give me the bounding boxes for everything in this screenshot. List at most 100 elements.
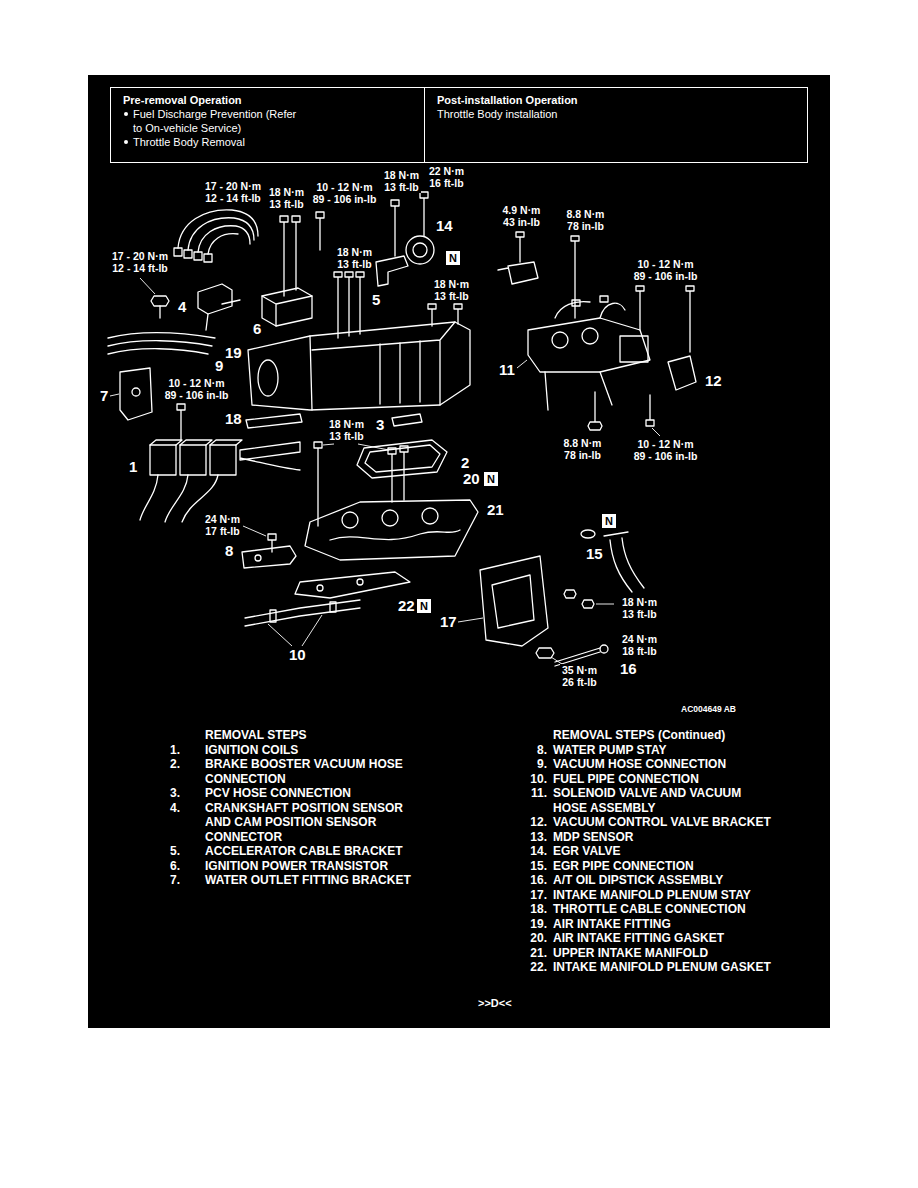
step-row: 16.A/T OIL DIPSTICK ASSEMBLY [520, 873, 790, 888]
pcv-hose [392, 414, 422, 426]
bullet-row: Fuel Discharge Prevention (Refer to On-v… [123, 107, 414, 135]
callout-number: 17 [440, 614, 457, 630]
egr-valve [420, 192, 428, 236]
step-text: A/T OIL DIPSTICK ASSEMBLY [553, 873, 778, 888]
step-text: PCV HOSE CONNECTION [205, 786, 423, 801]
step-text: AIR INTAKE FITTING GASKET [553, 931, 778, 946]
bolt [159, 306, 160, 318]
callout-number: 4 [178, 299, 186, 315]
torque-spec: 10 - 12 N·m 89 - 106 in-lb [311, 181, 378, 205]
plenum-stay [480, 556, 548, 646]
step-row: 11.SOLENOID VALVE AND VACUUM HOSE ASSEMB… [520, 786, 790, 815]
step-number: 15. [520, 859, 553, 874]
step-row: 2.BRAKE BOOSTER VACUUM HOSE CONNECTION [170, 757, 430, 786]
upper-intake-manifold [382, 510, 398, 526]
step-row: 18.THROTTLE CABLE CONNECTION [520, 902, 790, 917]
spark-plug-wires [198, 226, 250, 252]
step-text: INTAKE MANIFOLD PLENUM GASKET [553, 960, 778, 975]
step-number: 13. [520, 830, 553, 845]
mdp-sensor [516, 232, 524, 262]
steps-column: REMOVAL STEPS (Continued)8.WATER PUMP ST… [520, 728, 790, 975]
throttle-cable-connection [246, 414, 302, 428]
leader-line [596, 604, 614, 605]
solenoid-valve-assembly [552, 332, 568, 348]
mdp-sensor [498, 232, 579, 318]
step-number: 4. [170, 801, 205, 816]
step-text: SOLENOID VALVE AND VACUUM HOSE ASSEMBLY [553, 786, 778, 815]
step-number: 8. [520, 743, 553, 758]
water-outlet-bracket [120, 368, 152, 420]
torque-spec: 18 N·m 13 ft-lb [620, 596, 659, 620]
step-row: 13.MDP SENSOR [520, 830, 790, 845]
step-row: 17.INTAKE MANIFOLD PLENUM STAY [520, 888, 790, 903]
water-pump-stay [255, 555, 261, 561]
air-intake-plenum [310, 322, 455, 410]
step-number: 20. [520, 931, 553, 946]
leader-line [243, 526, 266, 536]
plenum-gasket [295, 572, 410, 598]
vacuum-control-bracket [668, 356, 696, 390]
torque-spec: 8.8 N·m 78 in-lb [562, 437, 603, 461]
step-row: 8.WATER PUMP STAY [520, 743, 790, 758]
air-intake-plenum [380, 341, 420, 404]
new-part-marker: N [484, 472, 498, 486]
step-row: 19.AIR INTAKE FITTING [520, 917, 790, 932]
gasket [365, 445, 440, 472]
sensor-connector [198, 284, 240, 330]
marker-letter: N [605, 515, 613, 527]
figure-code: AC004649 AB [681, 704, 736, 714]
harness-wires [108, 333, 215, 354]
bolt [564, 590, 594, 608]
step-text: EGR VALVE [553, 844, 778, 859]
spark-plug-wires [208, 234, 238, 254]
accelerator-cable-bracket [376, 256, 408, 286]
step-number: 7. [170, 873, 205, 888]
bolt [316, 212, 324, 250]
bullet-dot [124, 140, 128, 144]
solenoid-valve-assembly [528, 318, 650, 372]
step-number: 9. [520, 757, 553, 772]
bullet-text: Fuel Discharge Prevention (Refer to On-v… [133, 107, 308, 135]
cell-text: Throttle Body installation [437, 107, 797, 121]
bolt [177, 404, 185, 440]
solenoid-valve-assembly [528, 286, 694, 430]
leader-line [110, 278, 660, 664]
leader-line [323, 444, 389, 450]
bolt [334, 272, 364, 338]
bullet-dot [124, 112, 128, 116]
cell-heading: Pre-removal Operation [123, 93, 414, 107]
egr-pipe [581, 530, 595, 538]
step-number: 12. [520, 815, 553, 830]
torque-spec: 4.9 N·m 43 in-lb [501, 204, 542, 228]
callout-number: 3 [376, 417, 384, 433]
step-number: 11. [520, 786, 553, 801]
new-part-marker: N [602, 514, 616, 528]
solenoid-valve-assembly [582, 328, 598, 344]
plenum-gasket [295, 572, 410, 598]
step-row: 6.IGNITION POWER TRANSISTOR [170, 859, 430, 874]
table-cell: Post-installation OperationThrottle Body… [425, 87, 808, 163]
harness-wires [108, 333, 215, 338]
air-intake-plenum [248, 322, 470, 410]
power-transistor [262, 216, 312, 326]
step-number: 21. [520, 946, 553, 961]
leader-line [458, 618, 483, 622]
step-number: 16. [520, 873, 553, 888]
bolt [316, 212, 324, 250]
step-number: 10. [520, 772, 553, 787]
upper-intake-manifold [305, 500, 478, 560]
torque-spec: 18 N·m 13 ft-lb [267, 186, 306, 210]
solenoid-valve-assembly [545, 372, 612, 410]
callout-number: 10 [289, 647, 306, 663]
fuel-pipe [245, 600, 360, 626]
water-outlet-bracket [132, 388, 140, 396]
egr-pipe [604, 532, 644, 592]
plenum-gasket [317, 585, 323, 591]
water-pump-stay [242, 534, 296, 568]
step-text: WATER PUMP STAY [553, 743, 778, 758]
callout-number: 12 [705, 373, 722, 389]
callout-number: 5 [372, 292, 380, 308]
step-text: THROTTLE CABLE CONNECTION [553, 902, 778, 917]
air-intake-plenum [258, 360, 278, 396]
torque-spec: 18 N·m 13 ft-lb [382, 169, 421, 193]
